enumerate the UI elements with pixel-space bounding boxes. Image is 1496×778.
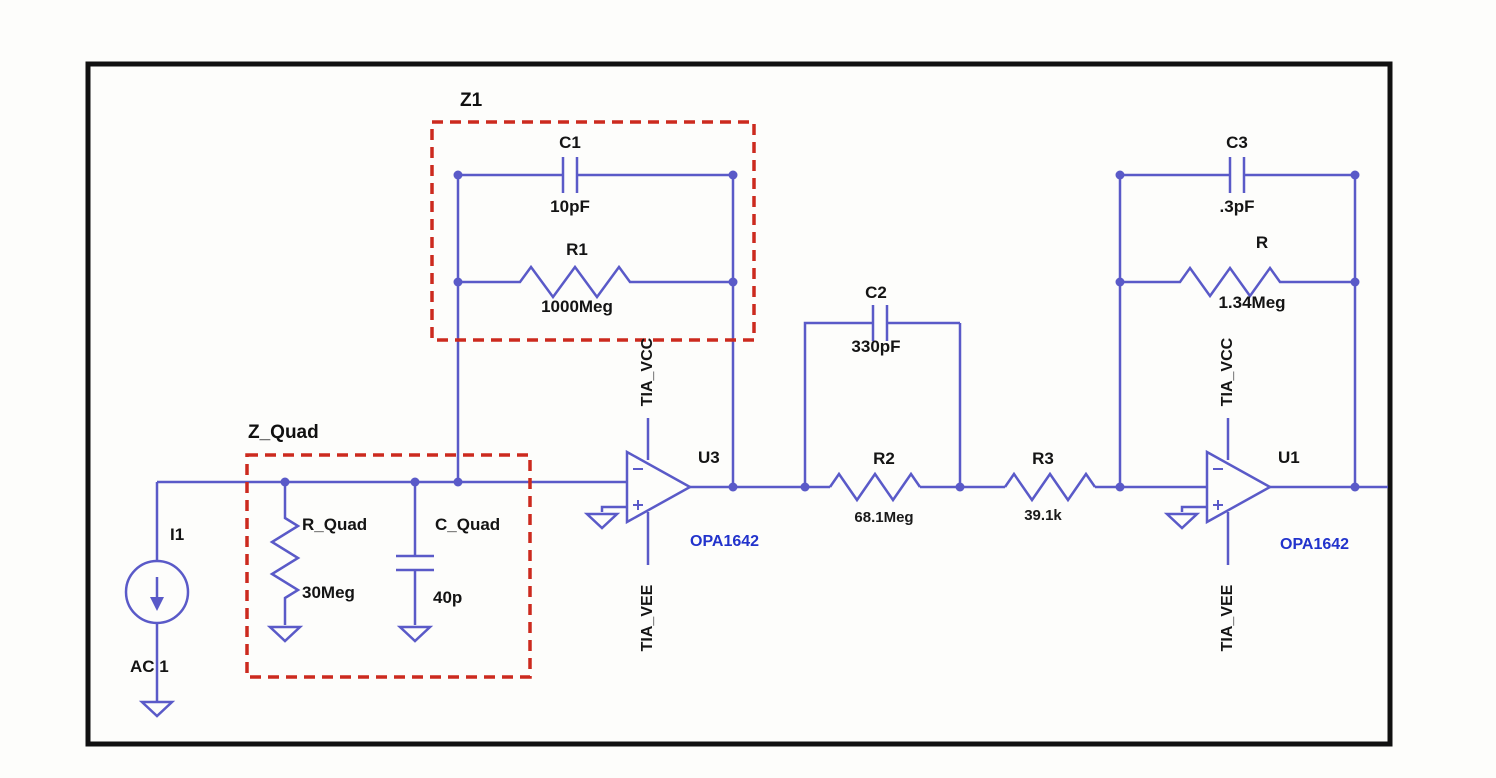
junction-dots bbox=[280, 170, 1360, 492]
wire-u3-plus-input bbox=[600, 505, 627, 512]
u3-name-label: U3 bbox=[698, 448, 720, 467]
component-symbols bbox=[124, 157, 1355, 718]
i1-value-label: AC 1 bbox=[130, 657, 169, 676]
wire-u1-plus-input bbox=[1180, 505, 1207, 512]
junction-dot bbox=[1350, 482, 1360, 492]
junction-dot bbox=[1115, 170, 1125, 180]
opamp-u1-symbol bbox=[1205, 449, 1273, 525]
i1-name-label: I1 bbox=[170, 525, 184, 544]
opamp-u3-symbol bbox=[625, 449, 693, 525]
junction-dot bbox=[728, 170, 738, 180]
c2-name-label: C2 bbox=[865, 283, 887, 302]
u3-vee-net-label: TIA_VEE bbox=[639, 584, 656, 651]
resistor-r-symbol bbox=[1120, 265, 1355, 299]
u1-name-label: U1 bbox=[1278, 448, 1300, 467]
ground-icon bbox=[266, 625, 304, 643]
junction-dot bbox=[1115, 482, 1125, 492]
ground-icon bbox=[583, 512, 621, 530]
junction-dot bbox=[453, 277, 463, 287]
schematic-border bbox=[85, 61, 1393, 747]
wires bbox=[155, 173, 1388, 702]
ground-icon bbox=[138, 700, 176, 718]
c1-name-label: C1 bbox=[559, 133, 581, 152]
resistor-r3-symbol bbox=[1003, 471, 1097, 503]
r-value-label: 1.34Meg bbox=[1218, 293, 1285, 312]
junction-dot bbox=[800, 482, 810, 492]
cquad-name-label: C_Quad bbox=[435, 515, 500, 534]
r3-name-label: R3 bbox=[1032, 449, 1054, 468]
c1-value-label: 10pF bbox=[550, 197, 590, 216]
r2-name-label: R2 bbox=[873, 449, 895, 468]
c3-value-label: .3pF bbox=[1220, 197, 1255, 216]
u3-vcc-net-label: TIA_VCC bbox=[639, 337, 656, 406]
junction-dot bbox=[1350, 277, 1360, 287]
resistor-r1-symbol bbox=[458, 264, 733, 300]
u1-vee-net-label: TIA_VEE bbox=[1219, 584, 1236, 651]
wire-c2-left bbox=[803, 321, 873, 487]
current-source-arrow-head bbox=[150, 597, 164, 611]
u1-vcc-net-label: TIA_VCC bbox=[1219, 337, 1236, 406]
rquad-name-label: R_Quad bbox=[302, 515, 367, 534]
r-name-label: R bbox=[1256, 233, 1268, 252]
r3-value-label: 39.1k bbox=[1024, 507, 1062, 524]
r1-value-label: 1000Meg bbox=[541, 297, 613, 316]
resistor-rquad-symbol bbox=[269, 482, 301, 625]
junction-dot bbox=[453, 170, 463, 180]
junction-dot bbox=[955, 482, 965, 492]
junction-dot bbox=[728, 277, 738, 287]
zquad-highlight-box bbox=[245, 453, 532, 679]
c2-value-label: 330pF bbox=[851, 337, 900, 356]
junction-dot bbox=[728, 482, 738, 492]
ground-icon bbox=[1163, 512, 1201, 530]
junction-dot bbox=[1350, 170, 1360, 180]
r2-value-label: 68.1Meg bbox=[854, 509, 913, 526]
c3-name-label: C3 bbox=[1226, 133, 1248, 152]
u1-part-label: OPA1642 bbox=[1280, 536, 1349, 553]
zquad-box-title: Z_Quad bbox=[248, 422, 319, 443]
junction-dot bbox=[1115, 277, 1125, 287]
current-source-i1-symbol bbox=[124, 559, 190, 625]
r1-name-label: R1 bbox=[566, 240, 588, 259]
rquad-value-label: 30Meg bbox=[302, 583, 355, 602]
junction-dot bbox=[280, 477, 290, 487]
resistor-r2-symbol bbox=[828, 471, 922, 503]
cquad-value-label: 40p bbox=[433, 588, 462, 607]
junction-dot bbox=[410, 477, 420, 487]
junction-dot bbox=[453, 477, 463, 487]
z1-box-title: Z1 bbox=[460, 90, 483, 111]
u3-part-label: OPA1642 bbox=[690, 533, 759, 550]
ground-icon bbox=[396, 625, 434, 643]
